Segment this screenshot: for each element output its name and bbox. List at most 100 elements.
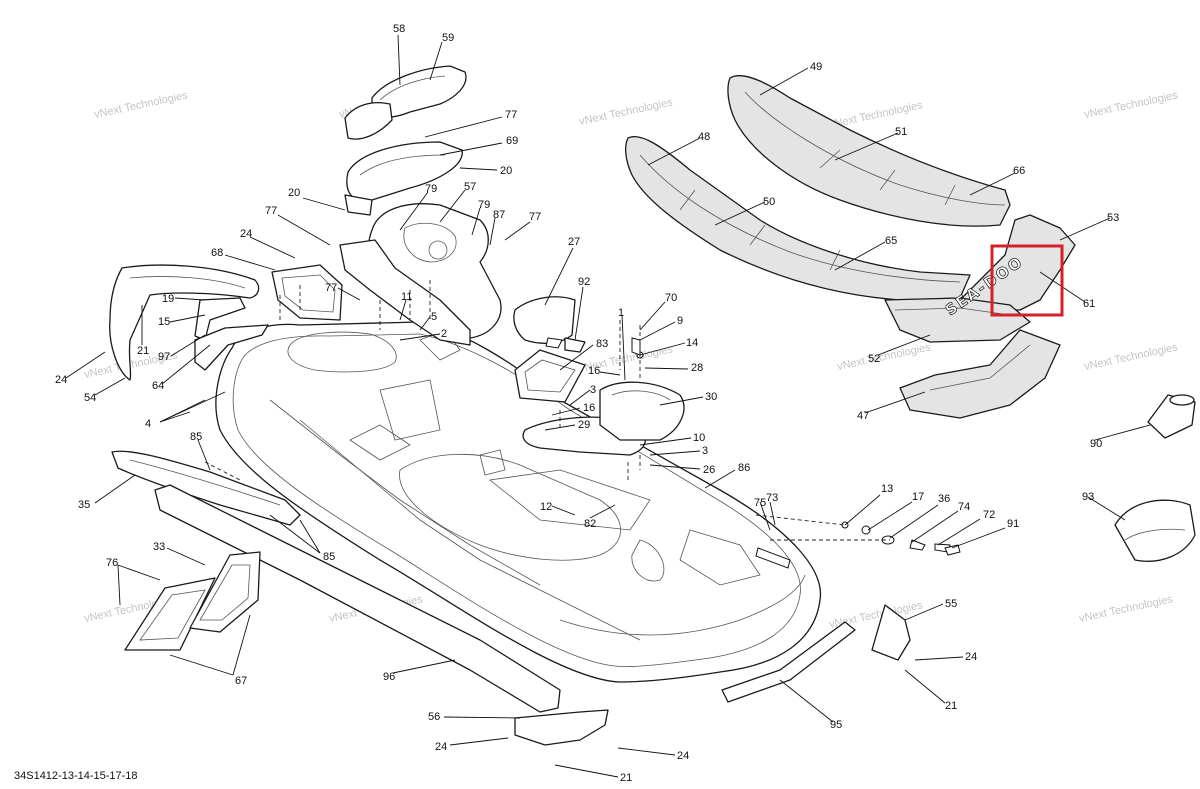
handlebar-cover-58-59	[344, 65, 467, 140]
callout-92[interactable]: 92	[578, 276, 590, 288]
callout-72[interactable]: 72	[983, 509, 995, 521]
callout-50[interactable]: 50	[763, 196, 775, 208]
callout-28[interactable]: 28	[691, 362, 703, 374]
callout-91[interactable]: 91	[1007, 518, 1019, 530]
cover-93	[1114, 499, 1196, 562]
callout-59[interactable]: 59	[442, 32, 454, 44]
callout-74[interactable]: 74	[958, 501, 970, 513]
watermark: vNext Technologies	[1083, 89, 1179, 121]
steering-cover-69	[344, 141, 463, 216]
callout-95[interactable]: 95	[830, 719, 842, 731]
callout-21[interactable]: 21	[945, 700, 957, 712]
callout-33[interactable]: 33	[153, 541, 165, 553]
callout-79[interactable]: 79	[478, 199, 490, 211]
callout-47[interactable]: 47	[857, 410, 869, 422]
callout-82[interactable]: 82	[584, 518, 596, 530]
callout-19[interactable]: 19	[162, 293, 174, 305]
callout-77[interactable]: 77	[505, 109, 517, 121]
reference-code: 34S1412-13-14-15-17-18	[14, 770, 138, 782]
callout-21[interactable]: 21	[620, 772, 632, 784]
callout-57[interactable]: 57	[464, 181, 476, 193]
callout-12[interactable]: 12	[540, 501, 552, 513]
callout-17[interactable]: 17	[912, 491, 924, 503]
callout-55[interactable]: 55	[945, 598, 957, 610]
callout-85[interactable]: 85	[323, 551, 335, 563]
callout-85[interactable]: 85	[190, 431, 202, 443]
callout-20[interactable]: 20	[288, 187, 300, 199]
callout-5[interactable]: 5	[431, 311, 437, 323]
callout-66[interactable]: 66	[1013, 165, 1025, 177]
callout-2[interactable]: 2	[441, 328, 447, 340]
callout-87[interactable]: 87	[493, 209, 505, 221]
mat-47	[899, 329, 1061, 419]
callout-52[interactable]: 52	[868, 353, 880, 365]
callout-83[interactable]: 83	[596, 338, 608, 350]
bracket-15-97	[194, 297, 269, 371]
callout-54[interactable]: 54	[84, 392, 96, 404]
callout-1[interactable]: 1	[618, 307, 624, 319]
callout-65[interactable]: 65	[885, 235, 897, 247]
callout-9[interactable]: 9	[677, 315, 683, 327]
callout-75[interactable]: 75	[754, 497, 766, 509]
watermark: vNext Technologies	[578, 96, 674, 128]
callout-67[interactable]: 67	[235, 675, 247, 687]
callout-64[interactable]: 64	[152, 380, 164, 392]
watermark: vNext Technologies	[1078, 593, 1174, 625]
callout-77[interactable]: 77	[325, 282, 337, 294]
callout-3[interactable]: 3	[590, 384, 596, 396]
callout-16[interactable]: 16	[588, 365, 600, 377]
side-step-35	[111, 450, 301, 526]
callout-24[interactable]: 24	[435, 741, 447, 753]
callout-11[interactable]: 11	[401, 291, 412, 303]
callout-96[interactable]: 96	[383, 671, 395, 683]
callout-20[interactable]: 20	[500, 165, 512, 177]
callout-10[interactable]: 10	[693, 432, 705, 444]
callout-97[interactable]: 97	[158, 351, 170, 363]
storage-27	[513, 296, 586, 353]
callout-35[interactable]: 35	[78, 499, 90, 511]
callout-21[interactable]: 21	[137, 345, 149, 357]
callout-51[interactable]: 51	[895, 126, 907, 138]
callout-26[interactable]: 26	[703, 464, 715, 476]
callout-27[interactable]: 27	[568, 236, 580, 248]
callout-14[interactable]: 14	[686, 337, 698, 349]
side-panel-67	[124, 551, 261, 651]
rear-bumper-55	[871, 604, 911, 661]
callout-36[interactable]: 36	[938, 493, 950, 505]
side-rail-54	[109, 264, 260, 381]
watermark: vNext Technologies	[836, 341, 932, 373]
callout-30[interactable]: 30	[705, 391, 717, 403]
callout-77[interactable]: 77	[529, 211, 541, 223]
callout-73[interactable]: 73	[766, 492, 778, 504]
callout-16[interactable]: 16	[583, 402, 595, 414]
callout-24[interactable]: 24	[965, 651, 977, 663]
callout-61[interactable]: 61	[1083, 298, 1095, 310]
callout-86[interactable]: 86	[738, 462, 750, 474]
callout-76[interactable]: 76	[106, 557, 118, 569]
callout-13[interactable]: 13	[881, 483, 893, 495]
deck-assembly	[215, 321, 822, 683]
callout-90[interactable]: 90	[1090, 438, 1102, 450]
callout-49[interactable]: 49	[810, 61, 822, 73]
callout-69[interactable]: 69	[506, 135, 518, 147]
callout-24[interactable]: 24	[240, 228, 252, 240]
callout-68[interactable]: 68	[211, 247, 223, 259]
callout-15[interactable]: 15	[158, 316, 170, 328]
callout-56[interactable]: 56	[428, 711, 440, 723]
callout-48[interactable]: 48	[698, 131, 710, 143]
callout-3[interactable]: 3	[702, 445, 708, 457]
callout-58[interactable]: 58	[393, 23, 405, 35]
callout-93[interactable]: 93	[1082, 491, 1094, 503]
callout-24[interactable]: 24	[55, 374, 67, 386]
callout-4[interactable]: 4	[145, 418, 151, 430]
watermark: vNext Technologies	[1083, 341, 1179, 373]
callout-77[interactable]: 77	[265, 205, 277, 217]
callout-29[interactable]: 29	[578, 419, 590, 431]
hatch-83	[514, 349, 586, 403]
rub-rail-95	[721, 621, 856, 703]
callout-24[interactable]: 24	[677, 750, 689, 762]
callout-53[interactable]: 53	[1107, 212, 1119, 224]
callout-70[interactable]: 70	[665, 292, 677, 304]
callout-79[interactable]: 79	[425, 183, 437, 195]
small-hardware	[545, 337, 961, 569]
